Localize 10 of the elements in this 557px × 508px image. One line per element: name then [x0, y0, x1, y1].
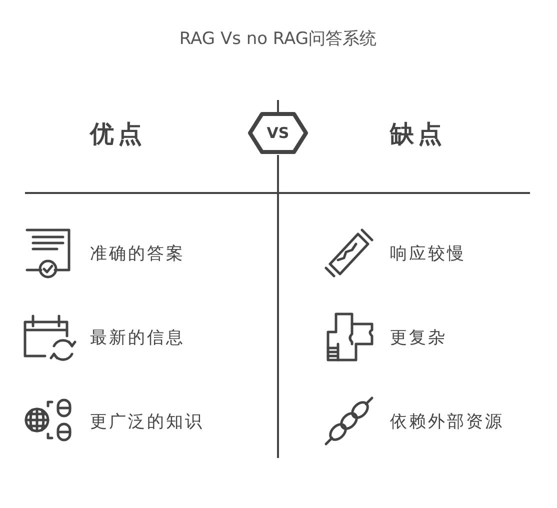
list-item: 更广泛的知识	[90, 411, 204, 433]
column-heading: 缺点	[390, 119, 446, 150]
title: RAG Vs no RAG问答系统	[178, 28, 378, 50]
column-heading: 优点	[90, 119, 146, 150]
list-item: 最新的信息	[90, 327, 185, 349]
list-item: 准确的答案	[90, 243, 185, 265]
list-item: 响应较慢	[390, 243, 466, 265]
list-item: 更复杂	[390, 327, 447, 349]
vs-hexagon: VS	[248, 110, 308, 156]
list-item: 依赖外部资源	[390, 411, 504, 433]
